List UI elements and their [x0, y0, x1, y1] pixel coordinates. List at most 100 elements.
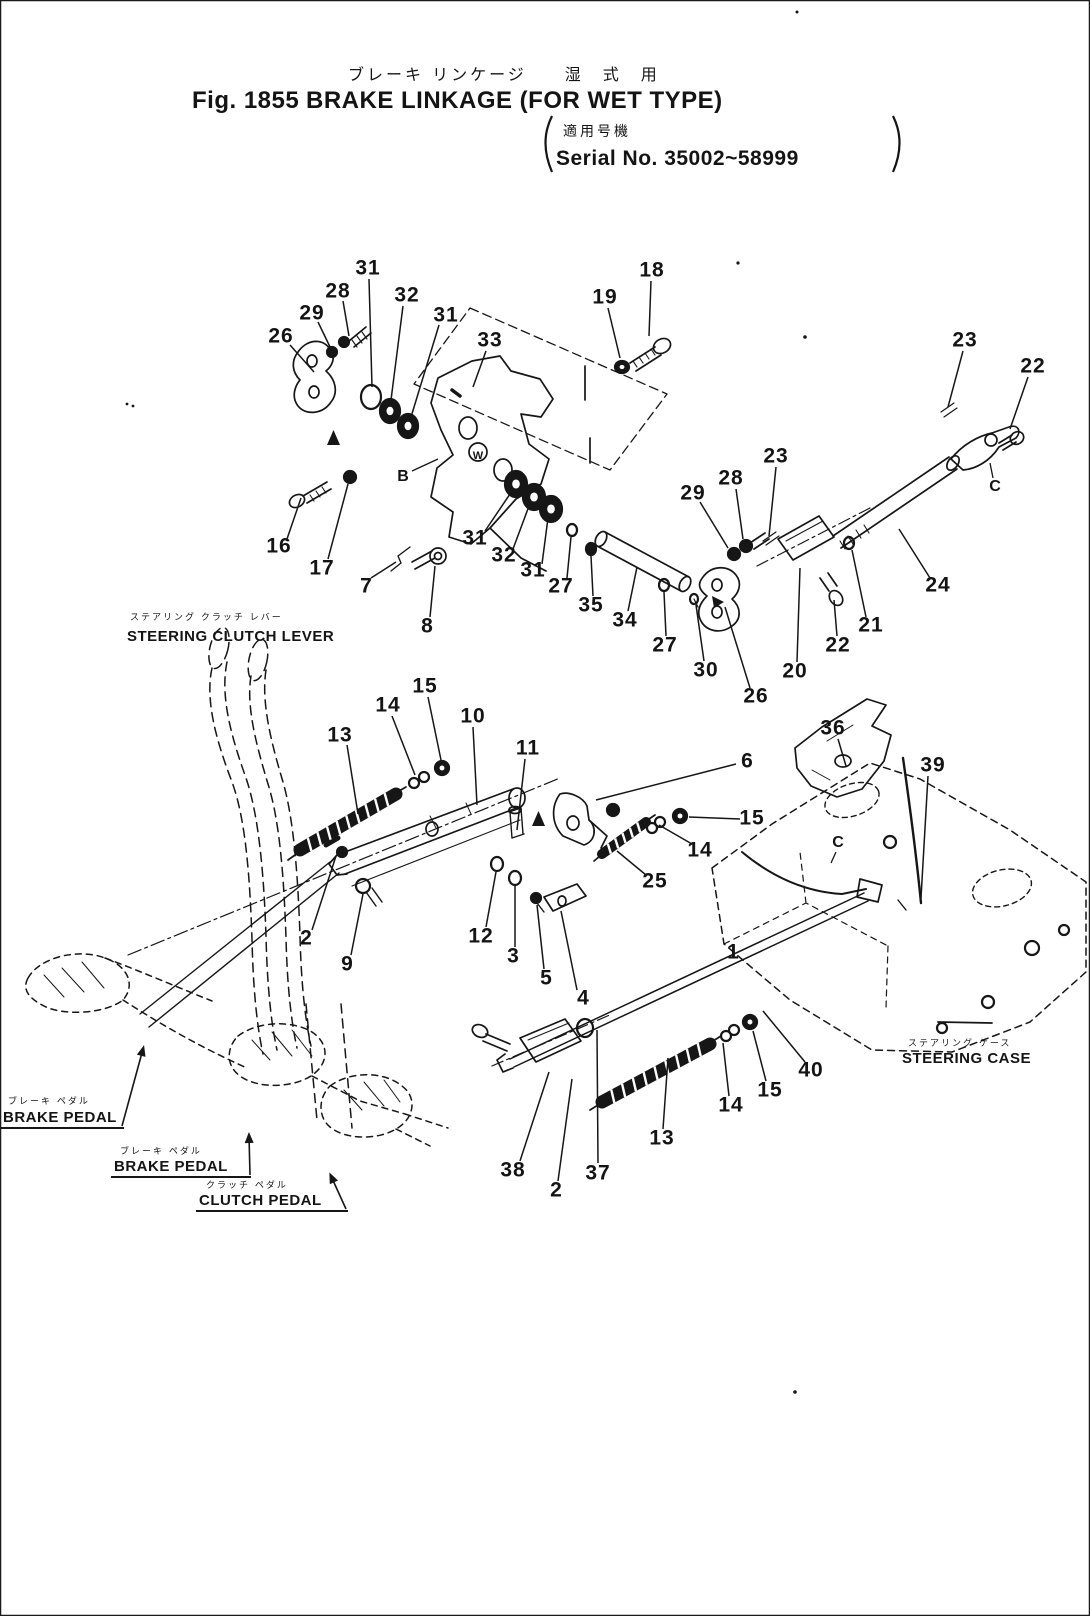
callout-15: 15: [757, 1079, 782, 1102]
washer-bore: [747, 1019, 753, 1025]
bolt-18-head: [652, 337, 672, 355]
callout-17: 17: [309, 557, 334, 580]
bracket-6: [552, 792, 595, 846]
arm-c-boltshaft: [897, 899, 907, 911]
callout-leader: [350, 893, 364, 956]
callout-34: 34: [612, 609, 637, 632]
arm-10-hole: [425, 821, 439, 837]
part-label: STEERING CLUTCH LEVER: [127, 628, 334, 645]
spring-coil-gap: [354, 809, 361, 824]
bracket-33-pin: [450, 388, 462, 398]
ref-letter-leader: [411, 458, 439, 472]
frame-plate-edge: [584, 365, 591, 464]
callout-7: 7: [360, 575, 372, 598]
part-label-arrowhead: [329, 1172, 338, 1185]
callout-leader: [607, 307, 621, 359]
bolt-16-threads: [309, 486, 327, 502]
bolt-5-shaft: [536, 902, 545, 913]
arm-c-right: [950, 425, 1020, 471]
callout-35: 35: [578, 594, 603, 617]
callout-13: 13: [649, 1127, 674, 1150]
callout-16: 16: [266, 535, 291, 558]
rod-24: [832, 456, 958, 549]
spring-coil-gap: [696, 1042, 702, 1057]
callout-27: 27: [548, 575, 573, 598]
callouts-layer: 2629283132313319181617783132312735342730…: [266, 257, 1044, 1202]
bolt-28-shaft: [348, 326, 372, 348]
springs-layer: [293, 787, 717, 1109]
callout-20: 20: [782, 660, 807, 683]
callout-leader: [512, 505, 530, 550]
callout-23: 23: [763, 445, 788, 468]
washer-ring: [882, 834, 898, 850]
washer-dark: [325, 345, 339, 359]
figure-title-japanese: ブレーキ リンケージ 湿 式 用: [348, 65, 660, 84]
callout-26: 26: [743, 685, 768, 708]
spring-coil-gap: [325, 826, 332, 840]
part-label-arrowhead: [136, 1045, 146, 1057]
arm-10-clevis: [328, 854, 348, 876]
washer-dark: [605, 802, 621, 818]
washer-ring: [417, 770, 431, 784]
washer-bore: [404, 421, 412, 431]
callout-leader: [427, 696, 442, 761]
callout-leader: [472, 726, 478, 806]
clevis-26b-hole: [711, 605, 723, 619]
part-label: CLUTCH PEDAL: [199, 1192, 322, 1209]
callout-3: 3: [507, 945, 519, 968]
washer-ring: [489, 855, 505, 873]
pin-11: [508, 807, 525, 839]
callout-22: 22: [825, 634, 850, 657]
rod-34-end: [594, 530, 608, 548]
spring-coil-gap: [345, 815, 351, 829]
spring-coil-gap: [613, 838, 620, 849]
callout-25: 25: [642, 870, 667, 893]
callout-leader: [735, 488, 744, 540]
callout-2: 2: [550, 1179, 562, 1202]
spring-coil-gap: [306, 837, 313, 852]
ref-letter-C: C: [989, 478, 1001, 495]
callout-31: 31: [520, 559, 545, 582]
pedal-rod: [139, 861, 340, 1028]
washer-dark: [529, 891, 543, 905]
brake-pedal-arm: [104, 957, 248, 1069]
arm-10: [336, 788, 520, 875]
washer-bore: [530, 492, 538, 502]
bracket-6-hole: [566, 815, 580, 831]
part-label-pointer: [121, 1048, 144, 1127]
block-38: [519, 1018, 582, 1063]
bracket-33-boss: [468, 442, 488, 462]
block-20-edge: [785, 520, 824, 542]
callout-leader: [590, 555, 594, 597]
washer-ring: [507, 869, 523, 887]
lever-36: [794, 698, 892, 798]
washer-ring: [565, 522, 579, 538]
pin-23b: [762, 531, 780, 546]
callout-18: 18: [639, 259, 664, 282]
clutch-pedal-pad: [320, 1074, 413, 1138]
brake-pedal2-arm: [311, 1075, 449, 1129]
washer-ring: [657, 577, 671, 593]
callout-27: 27: [652, 634, 677, 657]
figure-number: Fig. 1855: [192, 87, 299, 114]
washer-dark: [342, 469, 358, 485]
callout-12: 12: [468, 925, 493, 948]
callout-leader: [311, 855, 337, 931]
washer-ring: [727, 1023, 741, 1037]
exploded-drawing: [24, 10, 1087, 1394]
callout-28: 28: [325, 280, 350, 303]
washer-ring: [980, 994, 996, 1010]
spring-hooks: [287, 786, 722, 1111]
bolt-28b-shaft: [749, 532, 770, 550]
clevis-26b-shadow: [712, 596, 724, 608]
callout-leader: [327, 483, 349, 560]
washer-ring: [575, 1017, 595, 1039]
callout-13: 13: [327, 724, 352, 747]
washer-bore: [619, 364, 625, 370]
arm-centerline: [127, 777, 561, 956]
block-20-centerline: [756, 506, 873, 567]
arm-10-end: [508, 787, 526, 809]
